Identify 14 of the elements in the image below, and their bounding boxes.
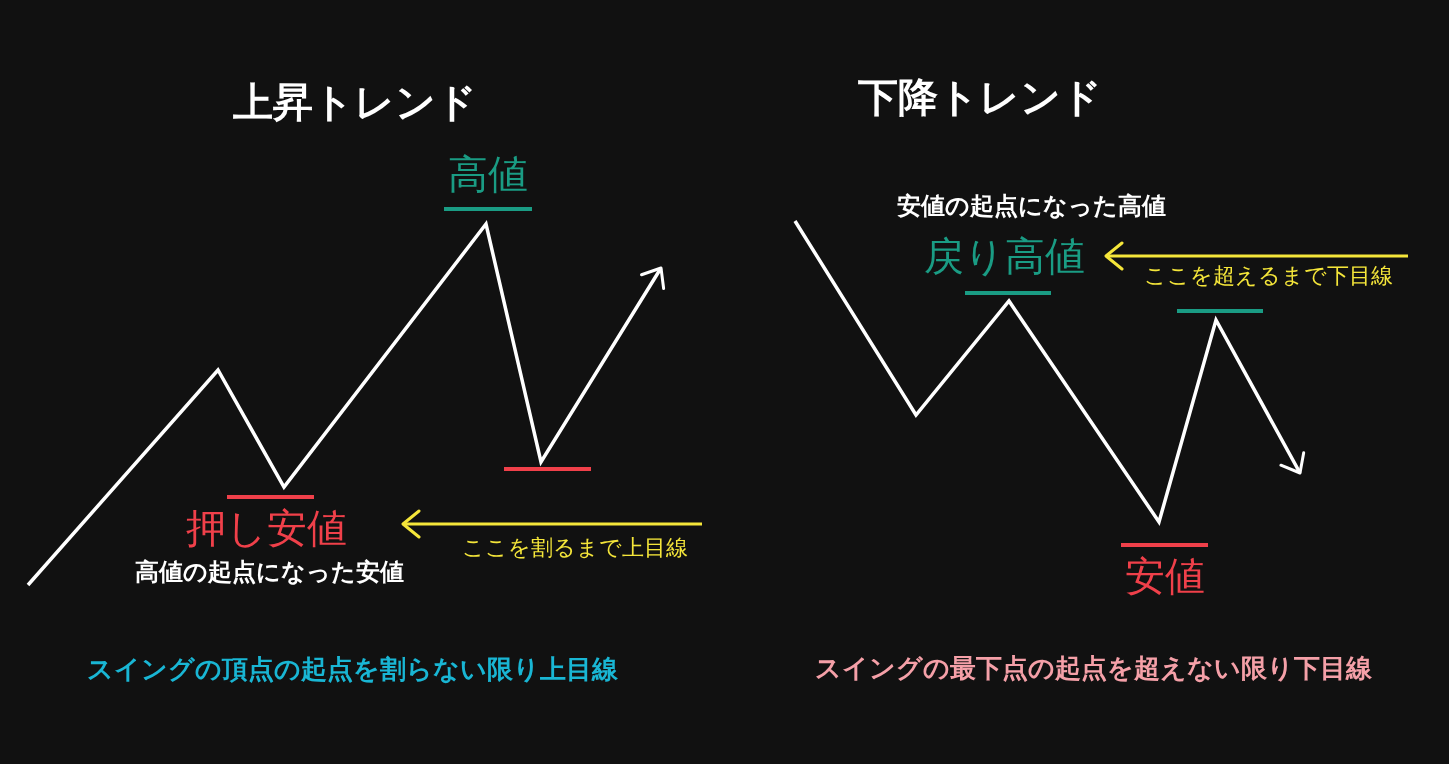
note-text: 安値の起点になった高値: [895, 192, 1167, 221]
panel-title: 下降トレンド: [857, 73, 1103, 121]
arrow: [1104, 241, 1408, 271]
level-label: 高値: [447, 150, 529, 198]
rule-caption: スイングの頂点の起点を割らない限り上目線: [85, 654, 619, 686]
level-label: 押し安値: [186, 506, 347, 550]
panel-title: 上昇トレンド: [232, 78, 478, 126]
level-label: 戻り高値: [924, 234, 1085, 278]
level-label: 安値: [1124, 552, 1206, 600]
note-text: ここを割るまで上目線: [462, 535, 688, 560]
note-text: ここを超えるまで下目線: [1143, 263, 1393, 288]
arrow: [401, 509, 702, 539]
rule-caption: スイングの最下点の起点を超えない限り下目線: [813, 653, 1373, 685]
note-text: 高値の起点になった安値: [133, 558, 405, 587]
